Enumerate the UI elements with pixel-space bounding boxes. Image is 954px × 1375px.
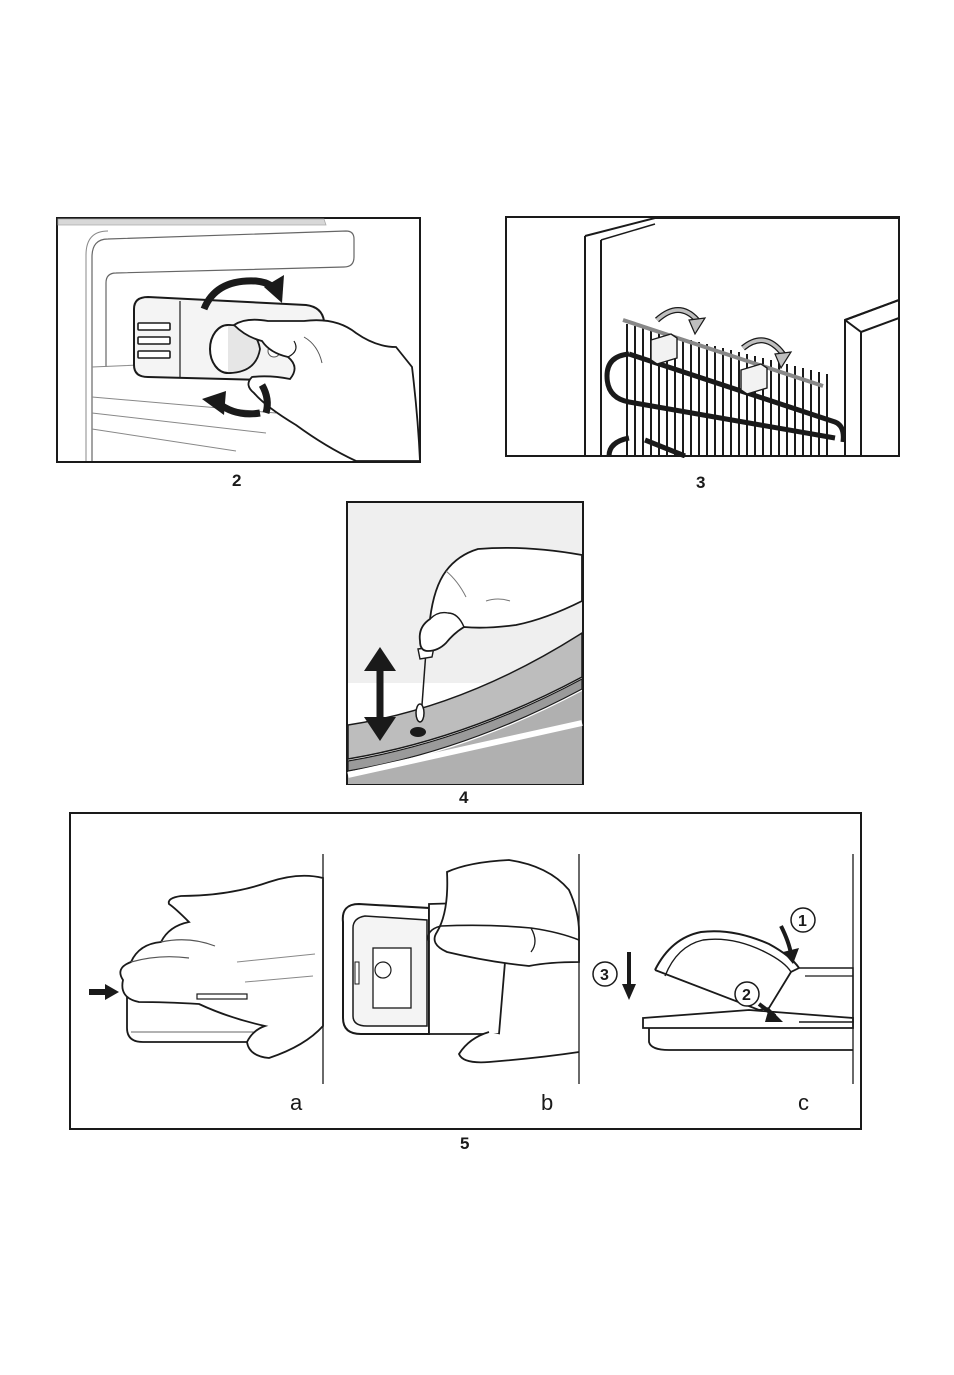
figure-5-light-cover-removal: 1 2 3 a b c <box>69 812 863 1132</box>
figure-4-illustration <box>346 501 585 786</box>
panel-label-b: b <box>541 1090 553 1115</box>
figure-5-illustration: 1 2 3 a b c <box>69 812 863 1132</box>
panel-label-c: c <box>798 1090 809 1115</box>
figure-5-caption: 5 <box>460 1134 469 1154</box>
figure-2-caption: 2 <box>232 471 241 491</box>
step-number-3: 3 <box>600 967 609 984</box>
step-number-2: 2 <box>742 987 751 1004</box>
figure-3-illustration <box>505 216 901 458</box>
figure-2-illustration <box>56 217 422 464</box>
step-number-1: 1 <box>798 913 807 930</box>
figure-3-caption: 3 <box>696 473 705 493</box>
figure-3-condenser-spacers <box>505 216 901 458</box>
figure-4-caption: 4 <box>459 788 468 808</box>
panel-label-a: a <box>290 1090 303 1115</box>
figure-4-drain-plug <box>346 501 585 786</box>
figure-2-thermostat-knob <box>56 217 422 464</box>
